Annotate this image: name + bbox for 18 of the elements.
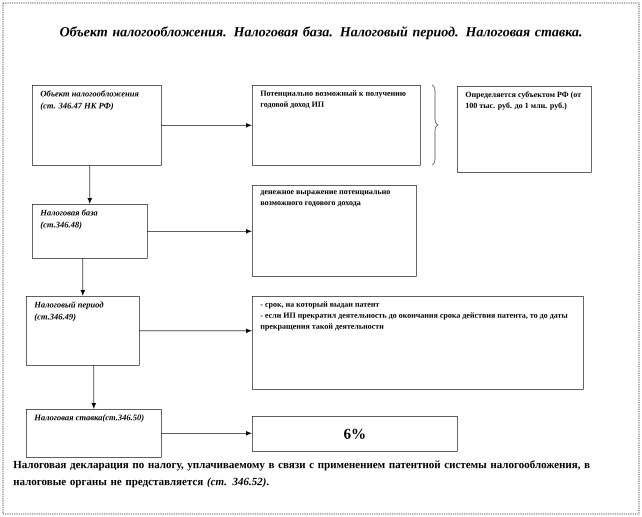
- concept-box: Налоговая ставка(ст.346.50): [26, 409, 162, 458]
- title: Объект налогообложения. Налоговая база. Налоговый период. Налоговая ставка.: [60, 26, 582, 40]
- concept-box: Налоговый период (ст.346.49): [26, 296, 140, 366]
- rate-box: 6%: [252, 416, 458, 452]
- arrow: [139, 328, 252, 334]
- arrow: [92, 365, 96, 408]
- arrow: [147, 229, 252, 234]
- description-box: Определяется субъектом РФ (от 100 тыс. руб. до 1 млн. руб.): [457, 86, 592, 173]
- arrow: [80, 258, 86, 296]
- description-box: Потенциально возможный к получению годовой доход ИП: [252, 85, 421, 166]
- concept-box: Налоговая база (ст.346.48): [32, 204, 148, 259]
- arrow: [161, 123, 252, 128]
- description-box: - срок, на который выдан патент - если ИП прекратил деятельность до окончания срока действия патента, то до даты прекращения такой деятельности: [252, 296, 584, 390]
- note-text: Налоговая декларация по налогу, уплачиваемому в связи с применением патентной системы налогообложения, в налоговые органы не представляется (ст. 346.52).: [13, 460, 590, 488]
- arrow: [88, 165, 92, 204]
- concept-box: Объект налогообложения (ст. 346.47 НК РФ): [32, 85, 162, 166]
- arrow: [161, 431, 252, 436]
- description-box: денежное выражение потенциально возможного годового дохода: [252, 185, 417, 277]
